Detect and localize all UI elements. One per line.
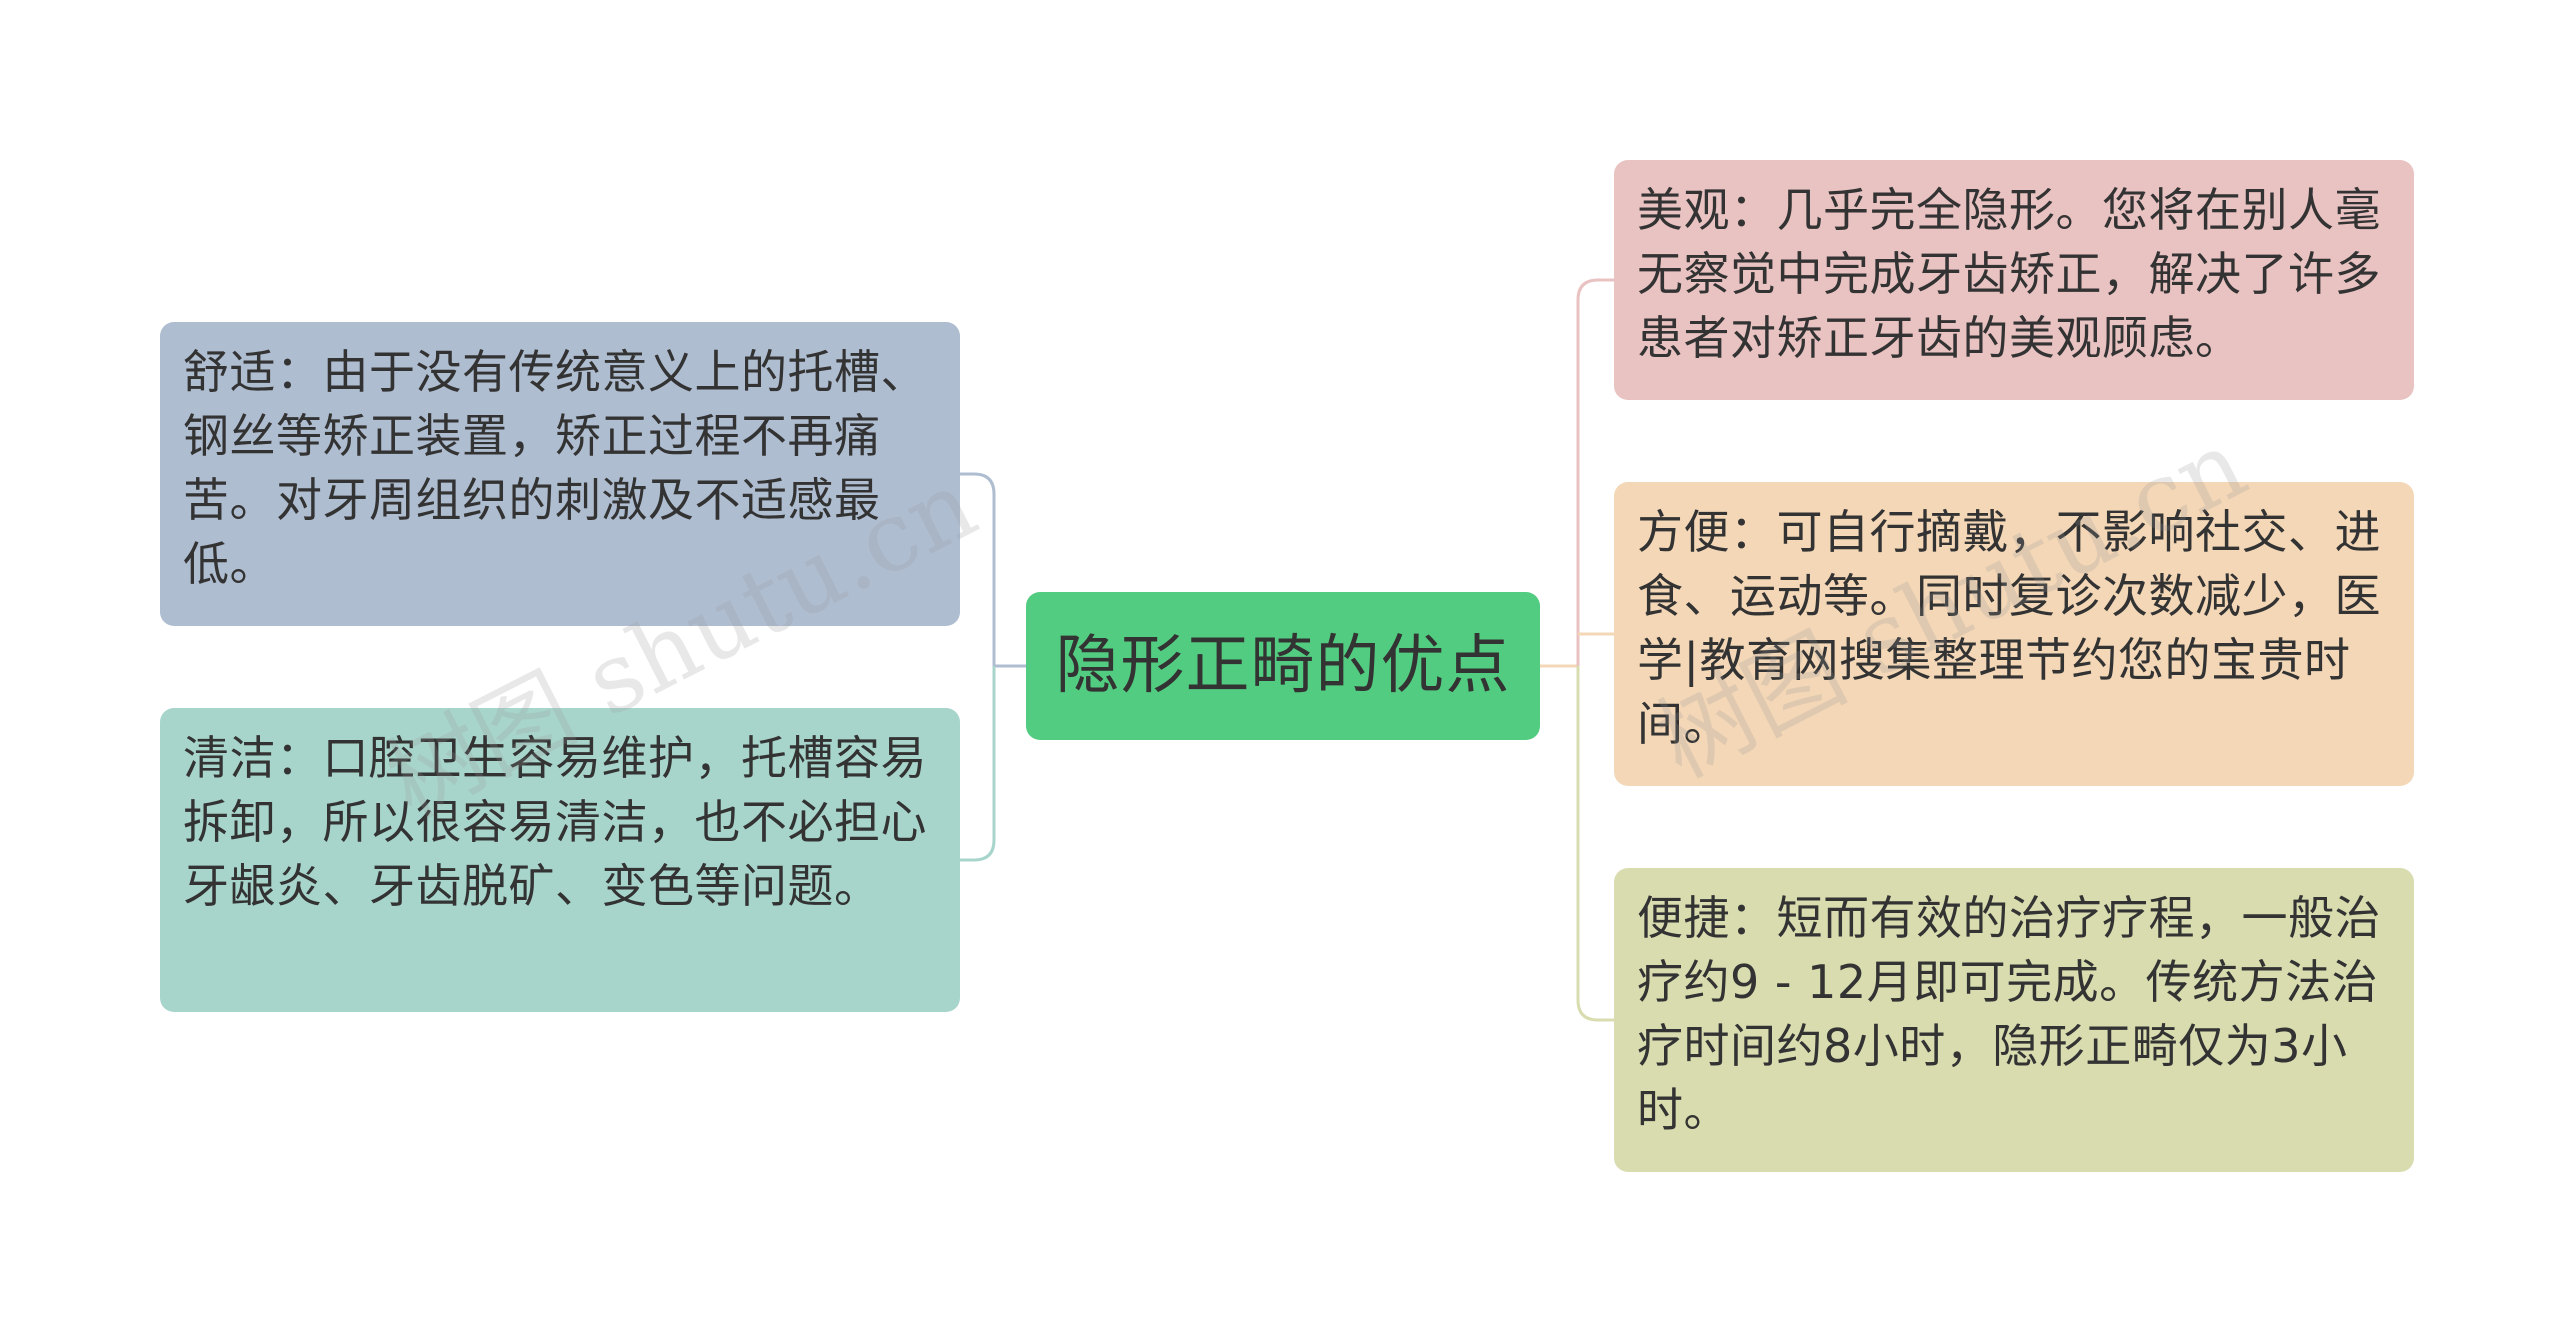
branch-node-appearance[interactable]: 美观：几乎完全隐形。您将在别人毫无察觉中完成牙齿矫正，解决了许多患者对矫正牙齿的… xyxy=(1614,160,2414,400)
branch-node-convenience[interactable]: 方便：可自行摘戴，不影响社交、进食、运动等。同时复诊次数减少，医学|教育网搜集整… xyxy=(1614,482,2414,786)
branch-node-comfort[interactable]: 舒适：由于没有传统意义上的托槽、钢丝等矫正装置，矫正过程不再痛苦。对牙周组织的刺… xyxy=(160,322,960,626)
connector-left-1 xyxy=(960,472,996,666)
connector-right-1 xyxy=(1576,278,1614,666)
connector-right-3 xyxy=(1576,666,1614,1022)
branch-node-cleaning[interactable]: 清洁：口腔卫生容易维护，托槽容易拆卸，所以很容易清洁，也不必担心牙龈炎、牙齿脱矿… xyxy=(160,708,960,1012)
central-topic[interactable]: 隐形正畸的优点 xyxy=(1026,592,1540,740)
branch-node-efficiency[interactable]: 便捷：短而有效的治疗疗程，一般治疗约9 - 12月即可完成。传统方法治疗时间约8… xyxy=(1614,868,2414,1172)
connector-left-2 xyxy=(960,666,996,862)
